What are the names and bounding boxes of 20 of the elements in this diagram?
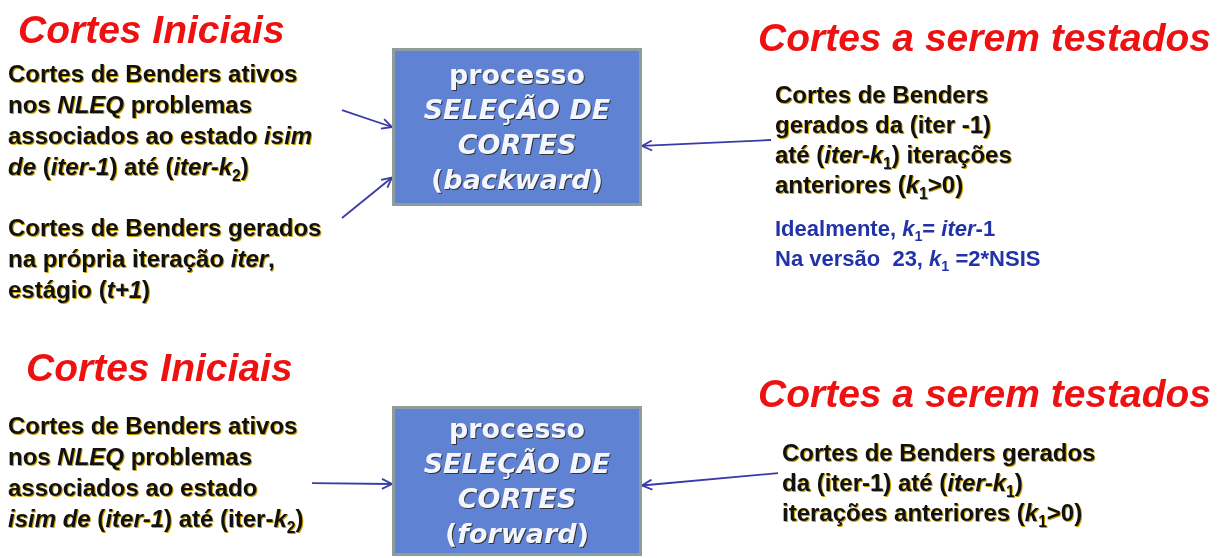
process-box <box>392 48 642 206</box>
cut-description: Cortes de Benders gerados na própria iteração iter, estágio (t+1) <box>8 212 338 305</box>
section-heading: Cortes a serem testados <box>758 16 1212 60</box>
arrow <box>641 139 772 152</box>
cut-description: Cortes de Benders gerados da (iter-1) até (iter-k$_{1}$) iterações anteriores (k$_{1}$>0) <box>782 438 1112 528</box>
section-heading: Cortes Iniciais <box>26 346 293 390</box>
note-text: Idealmente, k$_{1}$= iter-1 <box>775 216 996 242</box>
cut-description: Cortes de Benders ativos nos NLEQ problemas associados ao estado isim de (iter-1) até (iter-k$_{2}$) <box>8 410 308 534</box>
arrow <box>641 472 779 491</box>
arrow <box>341 109 393 130</box>
arrow <box>341 176 393 219</box>
process-box <box>392 406 642 556</box>
section-heading: Cortes a serem testados <box>758 372 1212 416</box>
section-heading: Cortes Iniciais <box>18 8 285 52</box>
process-text: processo SELEÇÃO DE CORTES (backward) <box>422 58 612 197</box>
cut-description: Cortes de Benders ativos nos NLEQ problemas associados ao estado isim de (iter-1) até (iter-k$_{2}$) <box>8 58 338 182</box>
cut-description: Cortes de Benders gerados da (iter -1) até (iter-k$_{1}$) iterações anteriores (k$_{1}$>0) <box>775 80 1025 200</box>
process-text: processo SELEÇÃO DE CORTES (forward) <box>422 412 612 551</box>
note-text: Na versão 23, k$_{1}$ =2*NSIS <box>775 246 1041 272</box>
arrow <box>311 478 393 490</box>
